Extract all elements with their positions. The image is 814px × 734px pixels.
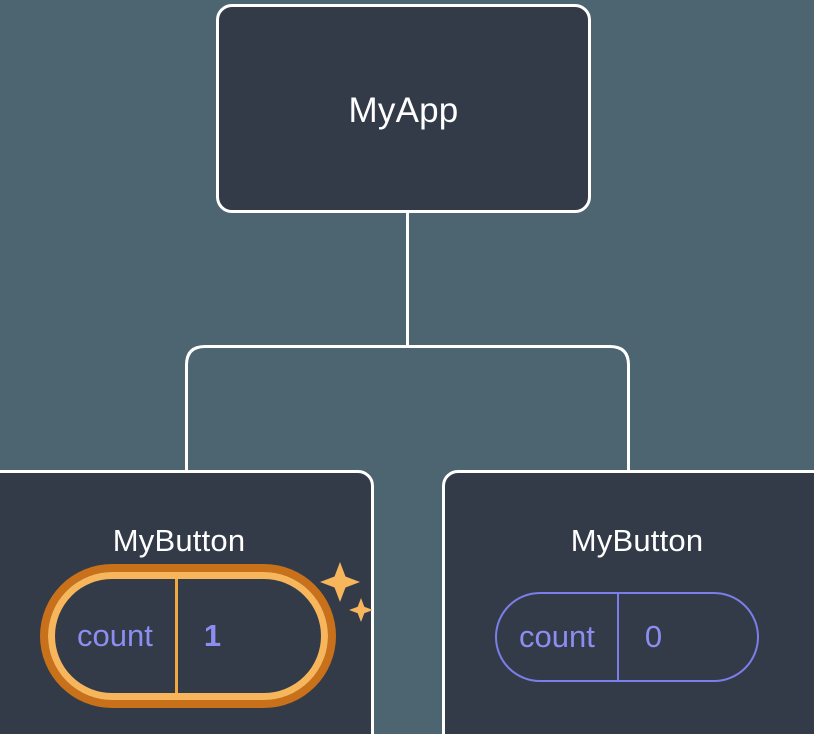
state-value-label: 0 <box>644 619 663 654</box>
node-title-myapp: MyApp <box>348 91 459 130</box>
state-key-label: count <box>497 594 619 680</box>
connector-branch-bar <box>185 345 630 470</box>
state-key-label: count <box>55 579 178 693</box>
tree-node-myapp[interactable]: MyApp <box>216 4 591 213</box>
state-pill-count-updated[interactable]: count 1 <box>48 572 328 700</box>
node-title-mybutton-right: MyButton <box>570 523 704 558</box>
state-pill-count-default[interactable]: count 0 <box>495 592 759 682</box>
state-value-label: 1 <box>203 618 222 653</box>
node-title-mybutton-left: MyButton <box>112 523 246 558</box>
